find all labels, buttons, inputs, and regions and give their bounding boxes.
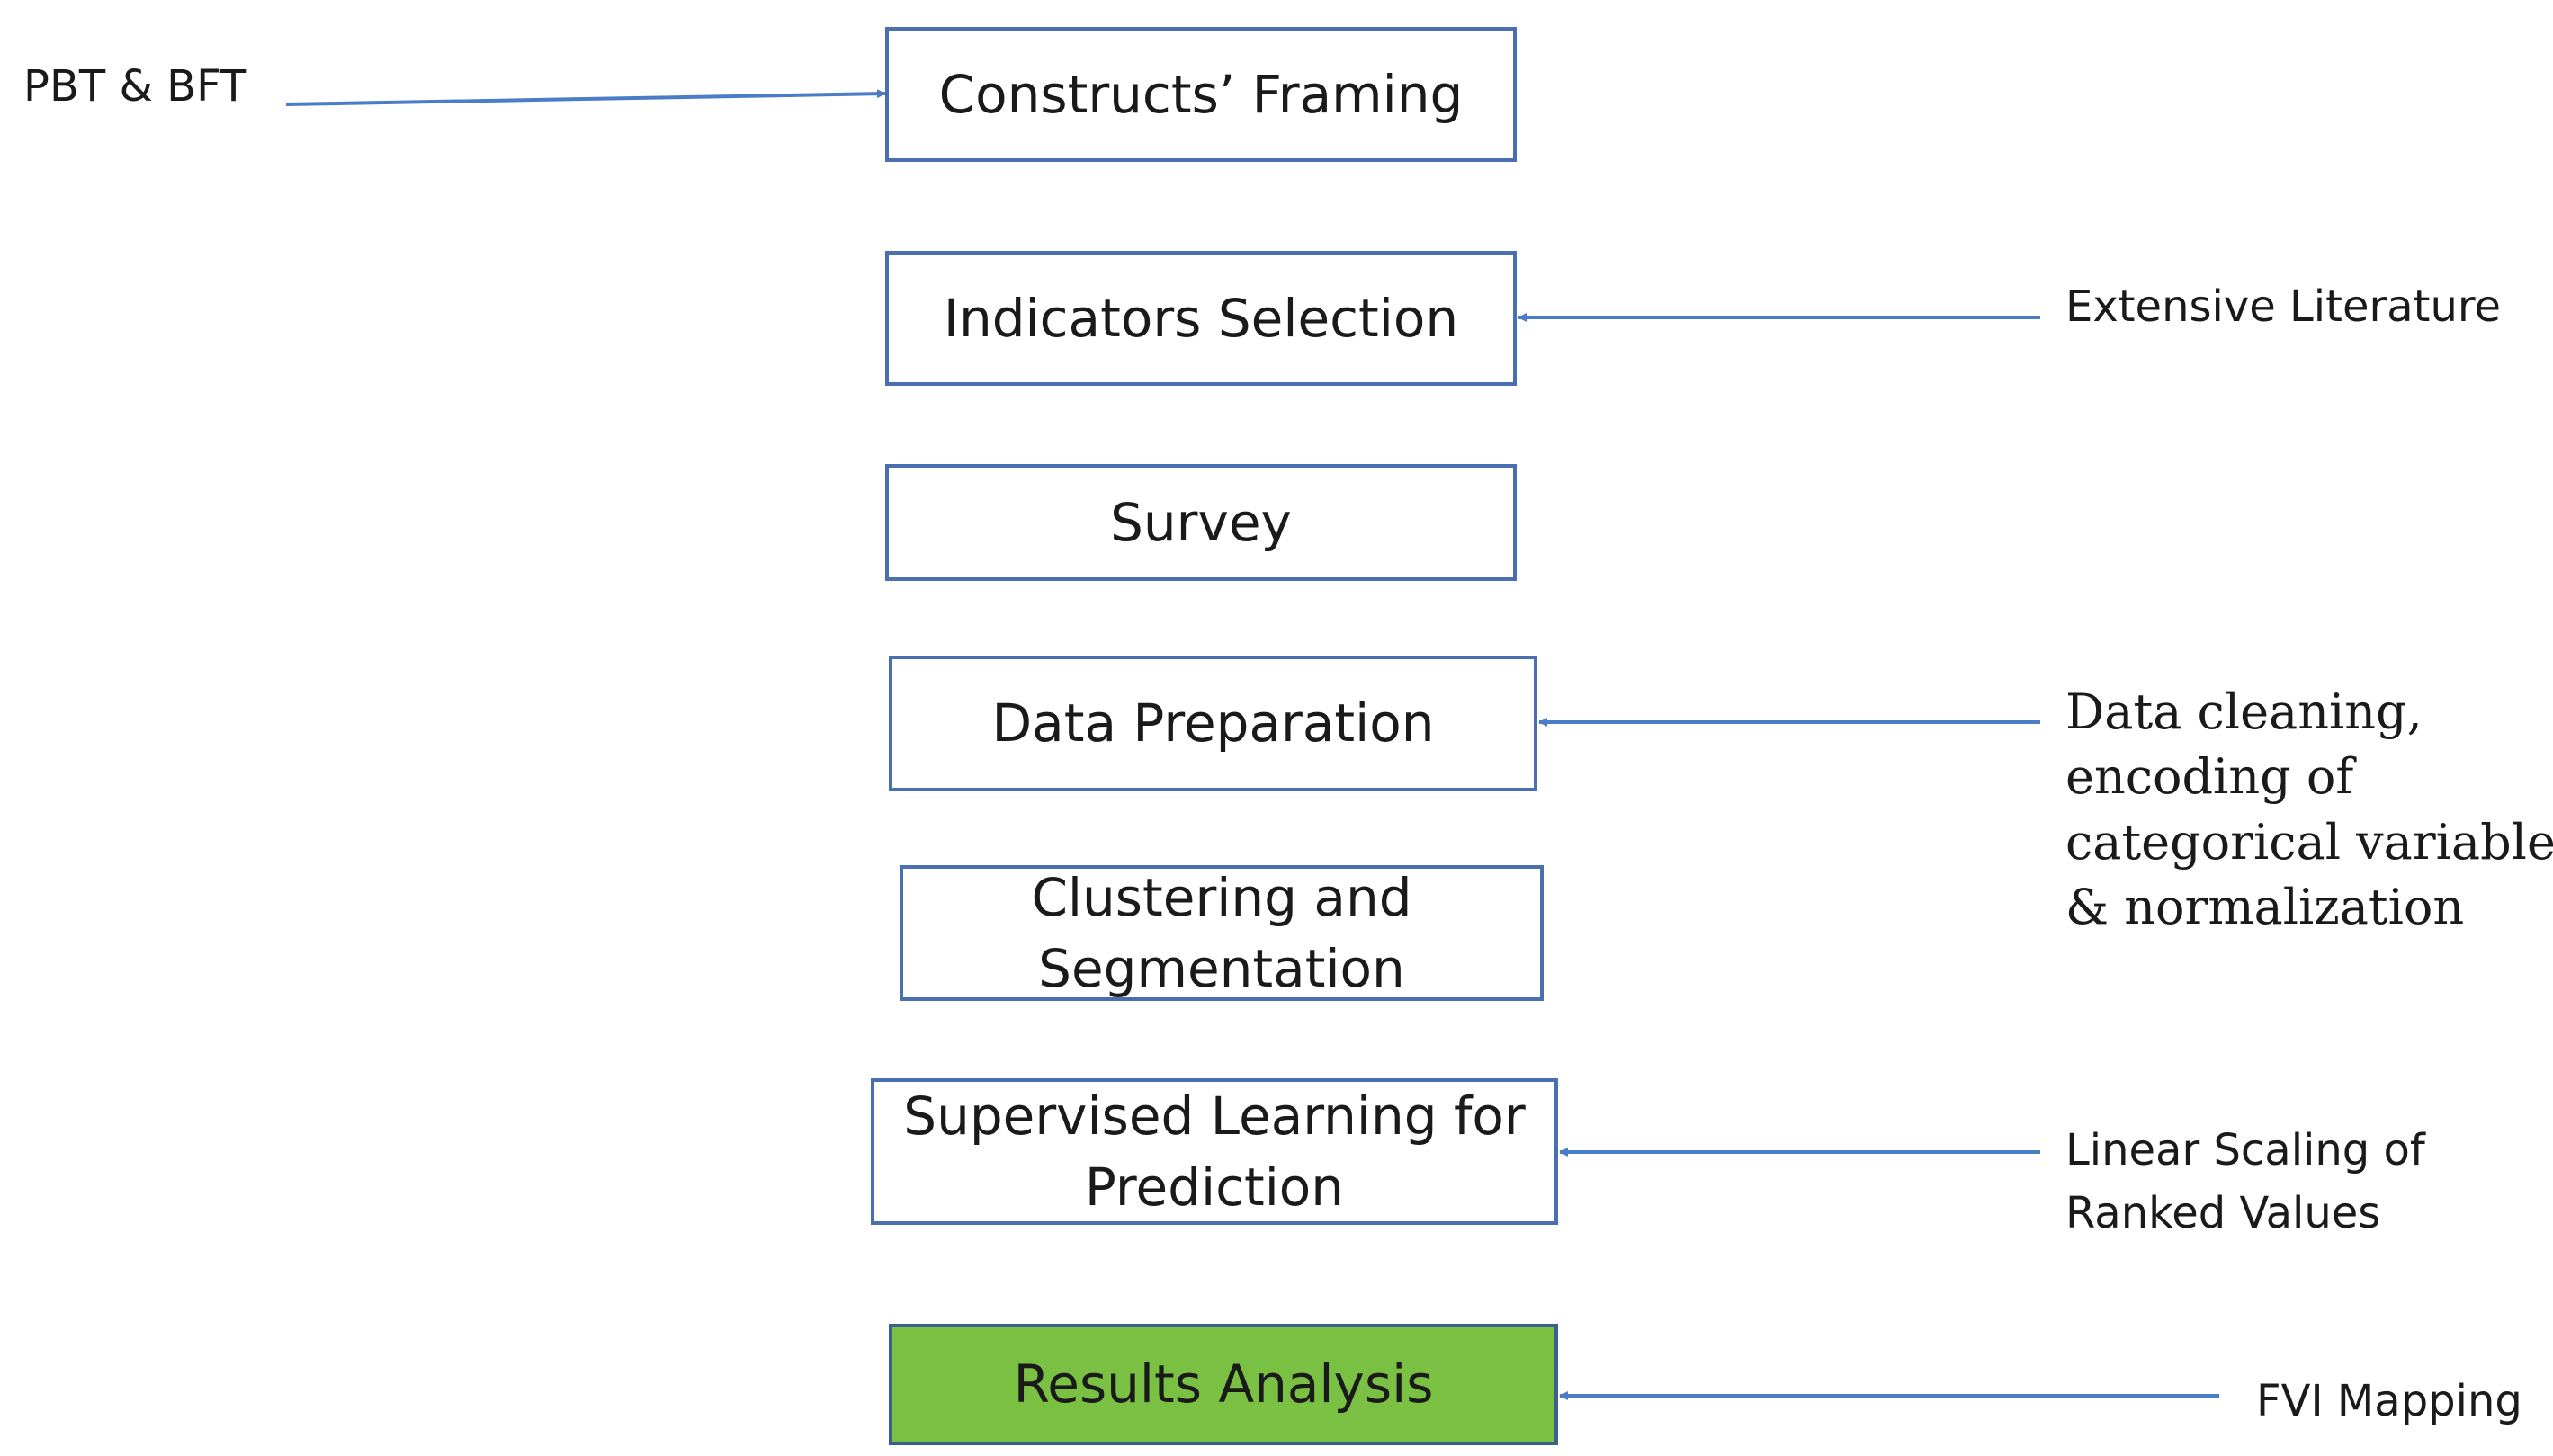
step-label: Results Analysis xyxy=(1013,1353,1434,1416)
input-extensive-literature: Extensive Literature xyxy=(2065,281,2502,332)
input-line: Linear Scaling of xyxy=(2065,1125,2425,1175)
input-line: Data cleaning, xyxy=(2065,683,2423,740)
step-label: Constructs’ Framing xyxy=(938,63,1464,125)
input-data-cleaning: Data cleaning, encoding of categorical v… xyxy=(2065,680,2553,940)
input-line: Ranked Values xyxy=(2065,1187,2381,1238)
step-clustering-segmentation: Clustering and Segmentation xyxy=(900,865,1544,1001)
step-label: Data Preparation xyxy=(991,692,1435,755)
input-line: encoding of xyxy=(2065,748,2354,806)
input-pbt-bft: PBT & BFT xyxy=(23,61,247,112)
step-constructs-framing: Constructs’ Framing xyxy=(885,27,1517,162)
step-label-line: Supervised Learning for xyxy=(903,1085,1526,1148)
step-data-preparation: Data Preparation xyxy=(889,656,1537,791)
step-label-line: Prediction xyxy=(1084,1156,1345,1218)
step-label: Indicators Selection xyxy=(943,287,1459,349)
input-fvi-mapping: FVI Mapping xyxy=(2256,1376,2522,1426)
input-line: categorical variables xyxy=(2065,813,2553,871)
step-label: Supervised Learning for Prediction xyxy=(903,1081,1526,1222)
input-line: & normalization xyxy=(2065,879,2465,936)
step-indicators-selection: Indicators Selection xyxy=(885,251,1517,386)
step-supervised-learning: Supervised Learning for Prediction xyxy=(871,1078,1558,1225)
arrow-pbt-to-constructs xyxy=(285,89,886,106)
step-label-line: Clustering and xyxy=(1031,867,1412,929)
input-linear-scaling: Linear Scaling of Ranked Values xyxy=(2065,1120,2425,1245)
step-label: Survey xyxy=(1110,491,1292,553)
step-label: Clustering and Segmentation xyxy=(1031,862,1411,1004)
step-label-line: Segmentation xyxy=(1038,937,1405,999)
step-survey: Survey xyxy=(885,464,1517,581)
step-results-analysis: Results Analysis xyxy=(889,1324,1558,1445)
